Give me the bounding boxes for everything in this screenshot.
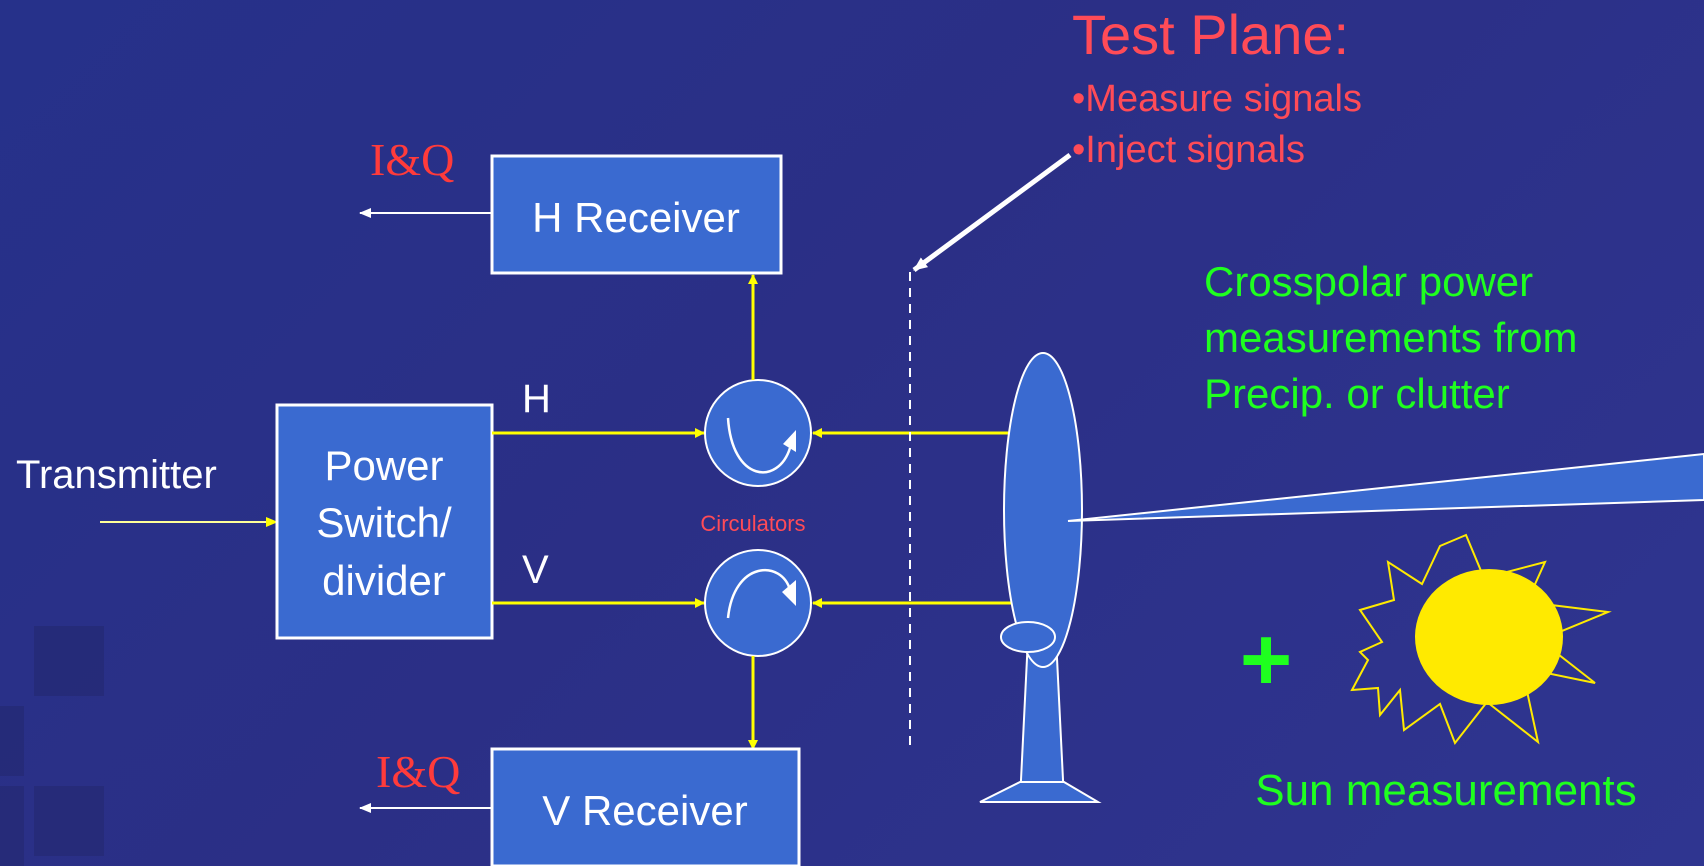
circulator-h-icon	[704, 379, 812, 487]
h-receiver-label: H Receiver	[532, 194, 740, 241]
iq-top-label: I&Q	[370, 134, 454, 185]
circulator-v-icon	[704, 549, 812, 657]
crosspolar-line-3: Precip. or clutter	[1204, 370, 1510, 417]
plus-sign: +	[1240, 610, 1293, 710]
circulators-label: Circulators	[700, 511, 805, 536]
sun-measurements-label: Sun measurements	[1255, 766, 1637, 815]
test-plane-bullet-1: •Measure signals	[1072, 78, 1362, 120]
test-plane-title: Test Plane:	[1072, 3, 1349, 66]
sun-icon	[1350, 533, 1612, 746]
iq-bottom-label: I&Q	[376, 746, 460, 797]
v-channel-label: V	[522, 548, 549, 592]
power-divider-box	[275, 403, 494, 640]
power-divider-line-3: divider	[322, 557, 446, 604]
power-divider-line-1: Power	[324, 442, 443, 489]
v-receiver-box	[490, 747, 801, 866]
transmitter-label: Transmitter	[16, 453, 217, 497]
v-receiver-label: V Receiver	[542, 787, 747, 834]
dish-antenna-icon	[979, 352, 1102, 803]
radar-beam	[1067, 452, 1704, 522]
background-decoration	[0, 626, 104, 866]
crosspolar-line-1: Crosspolar power	[1204, 258, 1533, 305]
test-plane-bullet-2: •Inject signals	[1072, 129, 1305, 171]
power-divider-line-2: Switch/	[316, 499, 452, 546]
crosspolar-line-2: measurements from	[1204, 314, 1577, 361]
test-plane-pointer	[912, 152, 1072, 273]
h-channel-label: H	[522, 377, 551, 421]
h-receiver-box	[490, 154, 783, 275]
